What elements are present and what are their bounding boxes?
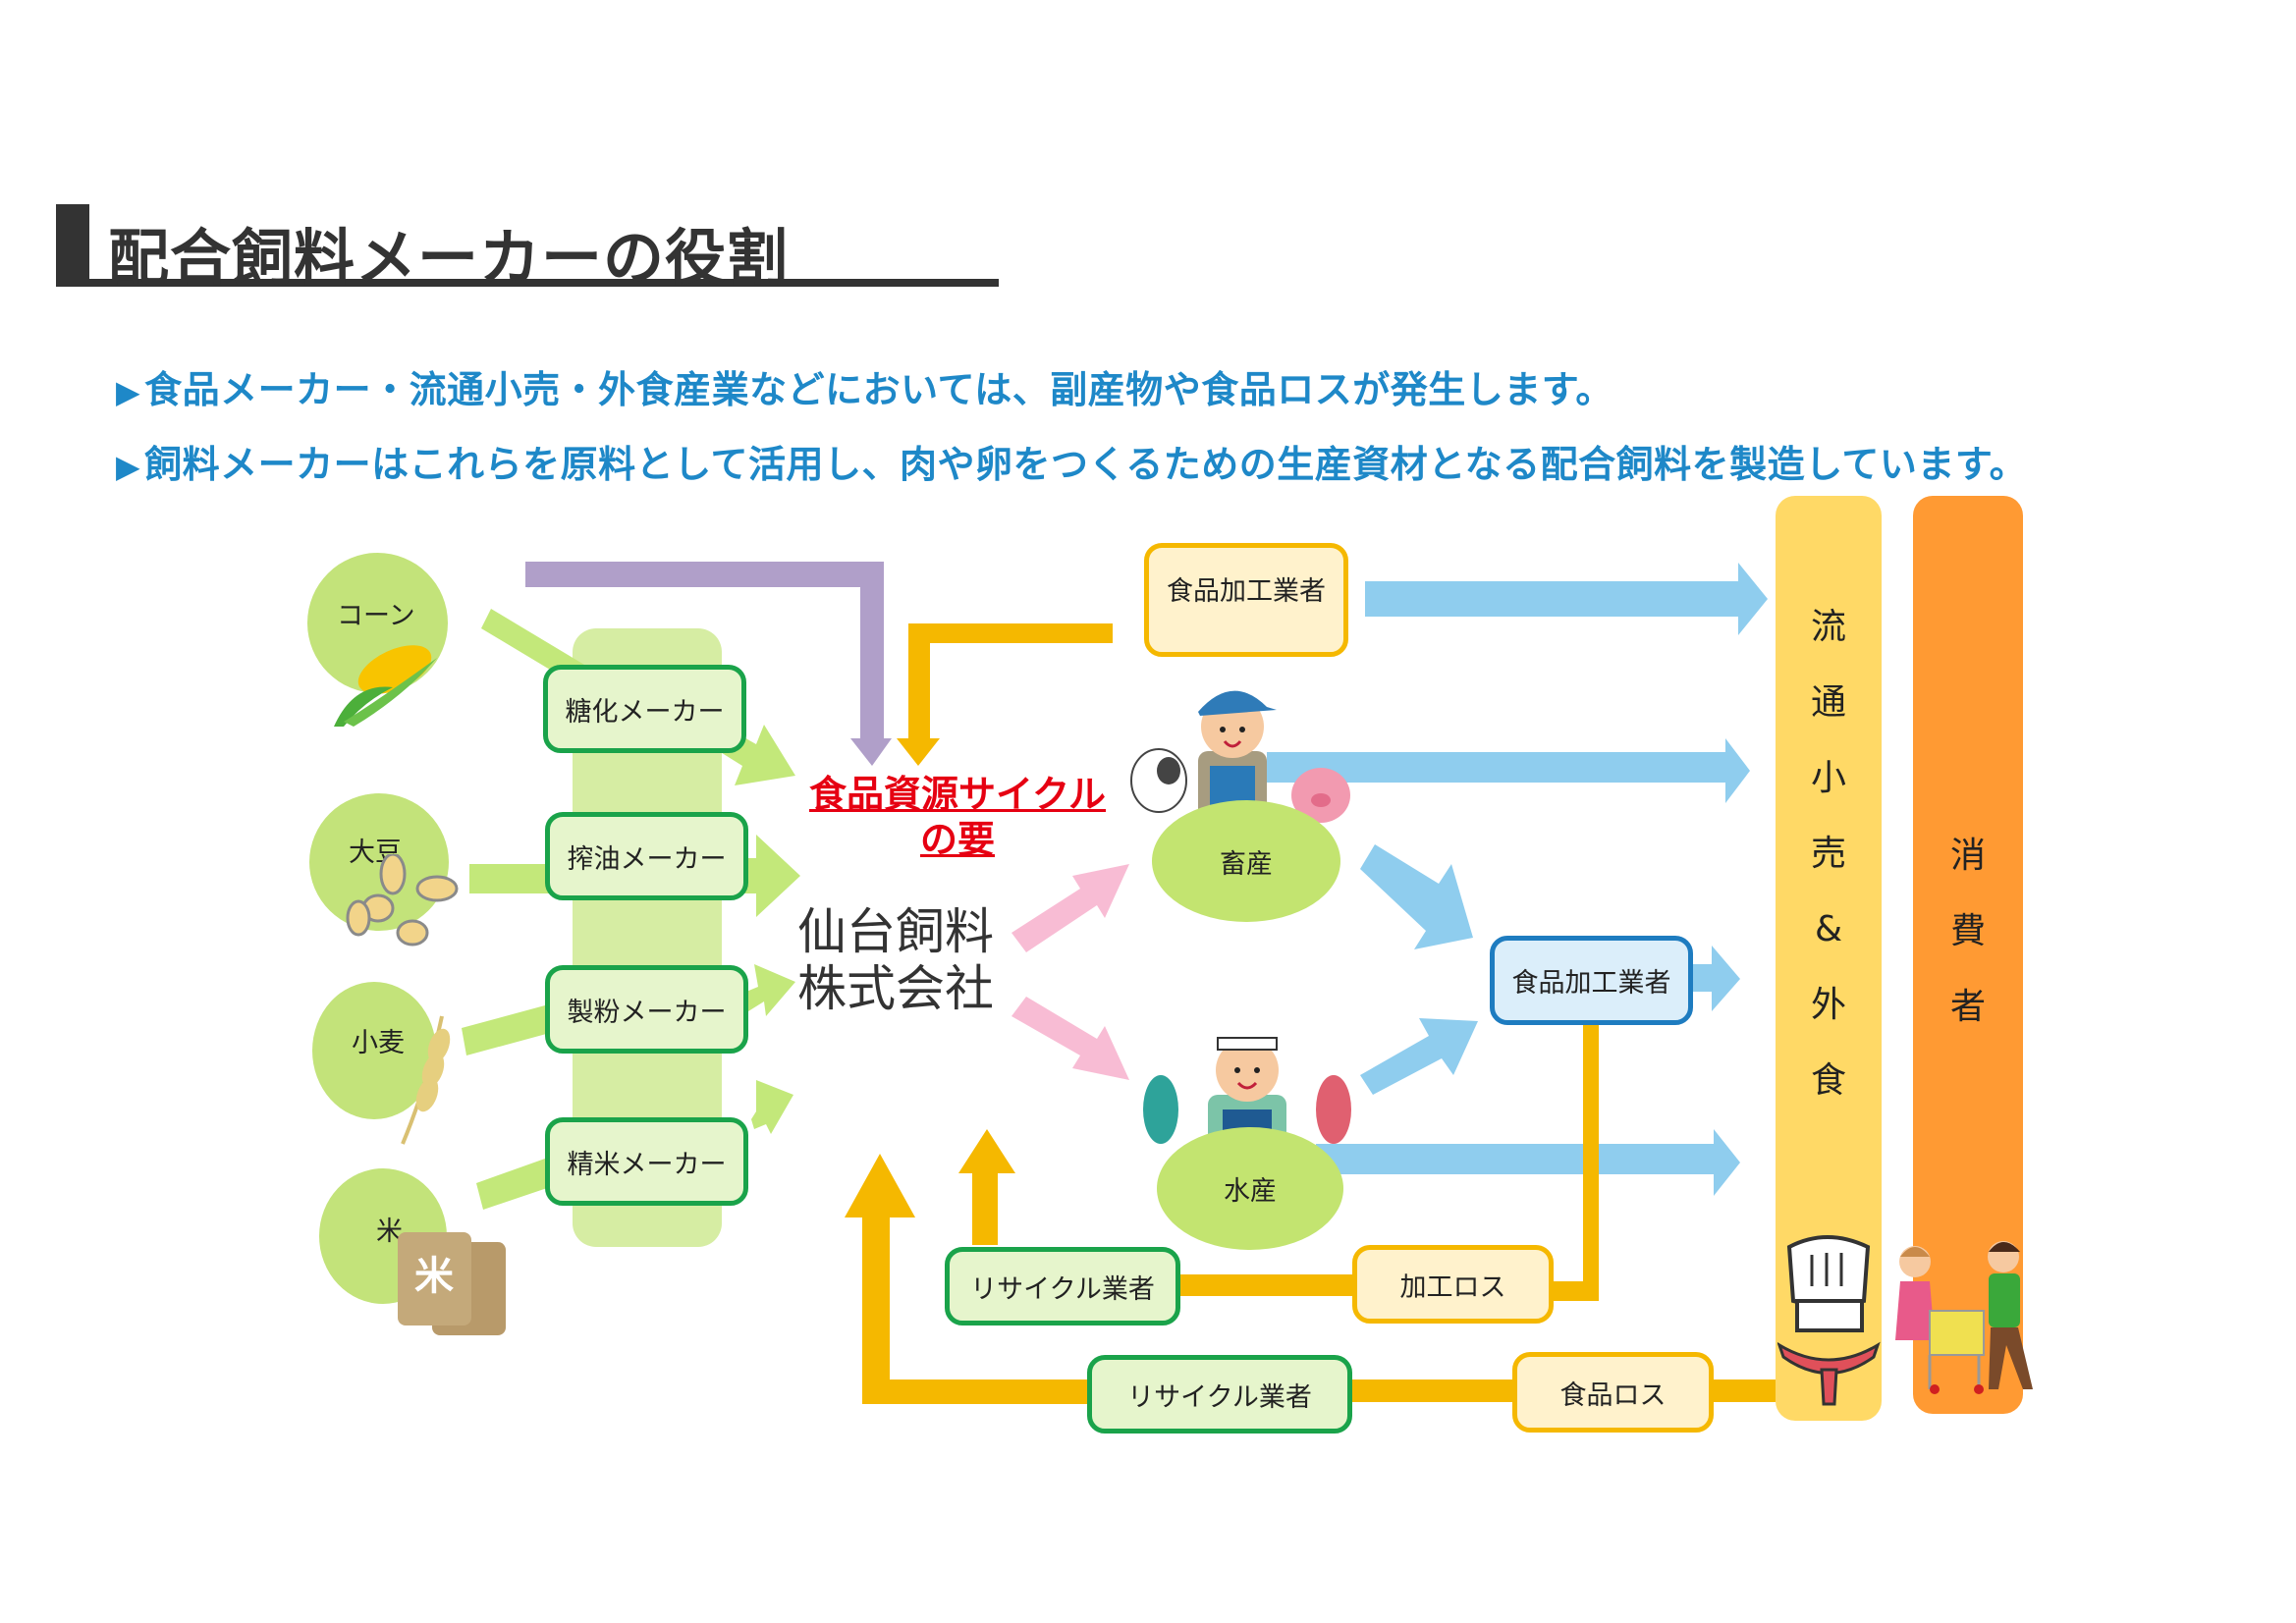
consumer-char: 消 xyxy=(1949,836,1986,876)
arrow-soy-to-oil xyxy=(469,864,550,893)
bullet-line-1: ▶食品メーカー・流通小売・外食産業などにおいては、副産物や食品ロスが発生します。 xyxy=(116,359,1613,413)
retail-char: 食 xyxy=(1810,1060,1846,1101)
farmer-with-animals-icon xyxy=(1130,690,1350,839)
company-name: 仙台飼料 株式会社 xyxy=(797,903,994,1017)
food-processor-top: 食品加工業者 xyxy=(1144,543,1348,657)
arrow-livestock-to-retail xyxy=(1267,738,1750,803)
arrow-recycler1-to-company xyxy=(958,1129,1015,1245)
arrow-recycler2-link xyxy=(1351,1380,1512,1402)
raw-material-wheat xyxy=(312,982,436,1119)
arrow-processor-to-retail xyxy=(1365,563,1768,635)
recycler-box-1: リサイクル業者 xyxy=(945,1247,1180,1325)
cycle-title: 食品資源サイクル の要 xyxy=(805,772,1110,862)
soybean-icon xyxy=(346,854,459,947)
retail-char: 売 xyxy=(1810,834,1846,874)
maker-oil-pressing: 搾油メーカー xyxy=(545,812,748,900)
bullet-triangle-icon: ▶ xyxy=(116,448,141,485)
rice-bag-icon: 米 xyxy=(398,1232,506,1335)
processing-loss-box: 加工ロス xyxy=(1352,1245,1554,1324)
retail-char: & xyxy=(1814,909,1843,949)
food-loss-box: 食品ロス xyxy=(1512,1352,1714,1433)
title-accent-bar xyxy=(56,204,89,287)
arrow-fishery-to-processor xyxy=(1360,1018,1478,1095)
bullet-triangle-icon: ▶ xyxy=(116,373,141,410)
recycler-box-2: リサイクル業者 xyxy=(1087,1355,1352,1434)
arrow-wheat-to-flour xyxy=(462,1005,550,1055)
arrow-rice-to-polish xyxy=(476,1159,553,1210)
arrow-processor-mid-to-retail xyxy=(1691,946,1740,1011)
retail-char: 外 xyxy=(1810,985,1846,1025)
corn-icon xyxy=(334,645,437,727)
bullet-text-1: 食品メーカー・流通小売・外食産業などにおいては、副産物や食品ロスが発生します。 xyxy=(144,368,1613,411)
cycle-title-line2: の要 xyxy=(919,818,995,861)
retail-char: 流 xyxy=(1810,607,1846,647)
arrow-livestock-to-processor xyxy=(1360,844,1473,949)
fishery-node: 水産 xyxy=(1157,1127,1343,1250)
arrow-foodloss-link xyxy=(1711,1380,1776,1402)
arrow-flour-to-cycle xyxy=(746,964,795,1016)
retail-char: 通 xyxy=(1810,682,1846,723)
arrow-company-to-livestock xyxy=(1011,864,1129,952)
consumer-char: 者 xyxy=(1949,987,1986,1027)
retail-char: 小 xyxy=(1810,758,1846,798)
food-processor-mid: 食品加工業者 xyxy=(1490,936,1693,1025)
arrow-recycler1-link xyxy=(1178,1274,1352,1296)
consumer-char: 費 xyxy=(1949,911,1986,951)
bullet-text-2: 飼料メーカーはこれらを原料として活用し、肉や卵をつくるための生産資材となる配合飼… xyxy=(144,443,2028,486)
maker-saccharification: 糖化メーカー xyxy=(543,665,746,753)
shoppers-icon xyxy=(1895,1241,2033,1394)
arrow-recycler2-to-company xyxy=(845,1154,1087,1404)
cycle-title-line1: 食品資源サイクル xyxy=(808,773,1107,816)
arrow-company-to-fishery xyxy=(1011,997,1129,1080)
chef-hat-icon xyxy=(1777,1235,1881,1406)
wheat-icon xyxy=(401,1015,451,1145)
raw-material-corn-label: コーン xyxy=(337,601,415,631)
arrow-processing-loss-return xyxy=(1554,1024,1599,1301)
arrow-fishery-to-retail xyxy=(1316,1129,1740,1196)
arrow-yellow-processor-to-cycle xyxy=(897,623,1113,766)
title-underline xyxy=(56,279,999,287)
company-name-line1: 仙台飼料 xyxy=(797,903,994,960)
page-title: 配合飼料メーカーの役割 xyxy=(108,222,790,294)
bullet-line-2: ▶飼料メーカーはこれらを原料として活用し、肉や卵をつくるための生産資材となる配合… xyxy=(116,434,2027,488)
arrow-polish-to-cycle xyxy=(751,1080,793,1134)
arrow-oil-to-cycle xyxy=(744,835,800,917)
arrow-purple-to-cycle xyxy=(525,562,892,766)
fisherman-icon xyxy=(1143,1037,1351,1149)
raw-material-wheat-label: 小麦 xyxy=(352,1028,405,1058)
livestock-node: 畜産 xyxy=(1152,800,1340,922)
svg-text:米: 米 xyxy=(414,1254,454,1299)
maker-rice-polishing: 精米メーカー xyxy=(545,1117,748,1206)
maker-flour-milling: 製粉メーカー xyxy=(545,965,748,1054)
company-name-line2: 株式会社 xyxy=(797,960,994,1017)
